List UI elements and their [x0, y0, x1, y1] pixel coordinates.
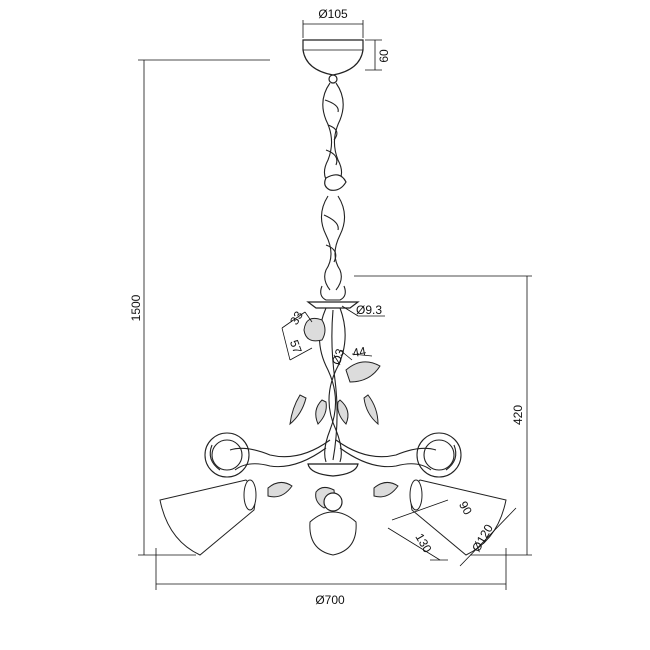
small-leaf-diameter-label: Ø3	[329, 347, 347, 367]
canopy-diameter-dimension: Ø105	[302, 7, 364, 38]
stem-leaves	[289, 317, 381, 426]
canopy-diameter-label: Ø105	[318, 7, 348, 21]
overall-diameter-dimension: Ø700	[155, 548, 507, 607]
canopy-height-label: 60	[377, 49, 391, 63]
ceiling-canopy	[302, 39, 364, 84]
overall-height-dimension: 1500	[129, 59, 270, 556]
chain	[320, 82, 347, 291]
overall-diameter-label: Ø700	[315, 593, 345, 607]
right-arm	[335, 432, 462, 478]
shade-depth-label: 90	[456, 499, 475, 518]
body-height-dimension: 420	[354, 275, 532, 556]
leaf-length-label: 57	[287, 338, 305, 356]
top-collar	[306, 285, 360, 309]
center-shade	[309, 492, 357, 556]
overall-height-label: 1500	[129, 294, 143, 321]
tube-diameter-dimension: Ø9.3	[341, 303, 385, 317]
small-leaf-length-label: 44	[352, 344, 368, 360]
small-leaf-dimension: Ø3 44	[329, 344, 373, 367]
body-height-label: 420	[511, 405, 525, 425]
leaf-size-dimension: 33 57	[281, 308, 313, 361]
shade-dimensions: 90 130 Ø120	[387, 499, 517, 567]
tube-diameter-label: Ø9.3	[356, 303, 382, 317]
canopy-height-dimension: 60	[365, 39, 391, 71]
leaf-width-label: 33	[287, 308, 306, 327]
shade-length-label: 130	[412, 531, 434, 556]
right-shade	[409, 479, 507, 556]
central-body	[307, 463, 359, 477]
left-shade	[159, 479, 257, 556]
left-arm	[204, 432, 331, 478]
